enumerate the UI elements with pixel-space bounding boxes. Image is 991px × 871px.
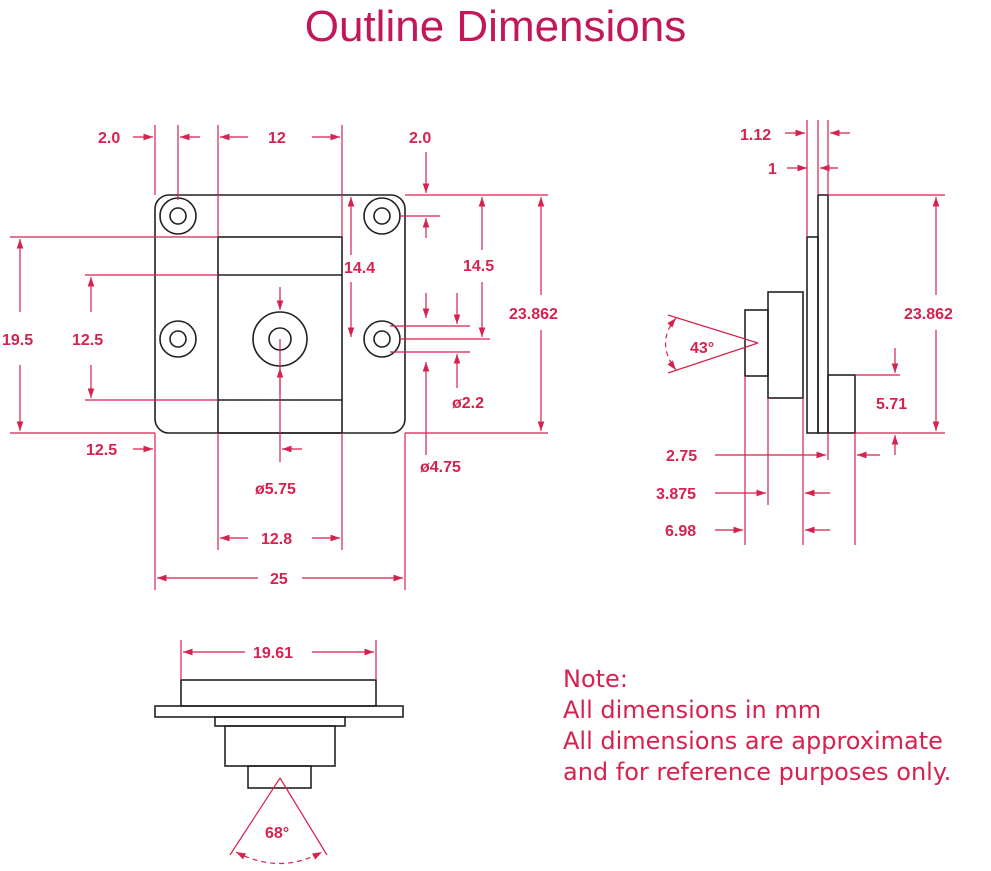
dim-side-fov: 43°: [690, 340, 714, 357]
dim-hole-spacing: 14.5: [463, 258, 494, 275]
dim-bottom-width: 19.61: [253, 645, 293, 662]
fov-line: [667, 314, 759, 344]
dim-lens-dia: ø5.75: [255, 481, 296, 498]
dim-d3: 6.98: [665, 523, 696, 540]
dim-inner-height: 14.4: [344, 260, 375, 277]
note-heading: Note:: [563, 665, 628, 693]
fov-line: [667, 342, 759, 374]
side-connector: [827, 374, 856, 434]
fov-arc: [664, 317, 677, 371]
dim-pcb-thickness: 1.12: [740, 127, 771, 144]
note-block: Note: All dimensions in mm All dimension…: [563, 664, 991, 788]
dim-small-hole: ø2.2: [452, 395, 484, 412]
mount-hole-mid-left: [159, 320, 197, 358]
dim-lens-height: 12.5: [72, 332, 103, 349]
dim-board: 1: [768, 161, 777, 178]
dim-connector: 5.71: [876, 396, 907, 413]
dim-d1: 2.75: [666, 448, 697, 465]
dim-right-margin: 2.0: [409, 130, 431, 147]
dim-mount-hole: ø4.75: [420, 459, 461, 476]
note-line: All dimensions in mm: [563, 696, 822, 724]
side-board: [817, 194, 829, 434]
dim-overall-width: 25: [270, 571, 288, 588]
dim-lens-width: 12.8: [261, 531, 292, 548]
mount-hole-mid-left-inner: [169, 330, 187, 348]
fov-line: [229, 777, 281, 856]
bottom-lens-body: [224, 725, 336, 767]
side-lens-body: [767, 291, 804, 399]
dim-left-margin: 2.0: [98, 130, 120, 147]
bottom-plate: [214, 716, 346, 727]
bottom-lens-tip: [247, 765, 312, 789]
side-back-plate: [806, 236, 819, 434]
mount-hole-top-left-inner: [169, 207, 187, 225]
side-view: 1.12 1 23.862 5.71 43° 2.75 3.875 6.98: [656, 120, 953, 545]
dim-top-width: 12: [268, 130, 286, 147]
dim-left-height: 19.5: [2, 332, 33, 349]
mount-hole-top-right: [363, 197, 401, 235]
mount-hole-top-right-inner: [373, 207, 391, 225]
fov-arc: [235, 851, 323, 865]
front-view: 2.0 12 2.0 14.4 14.5 23.862 19.5 12.5 12…: [2, 125, 558, 590]
fov-line: [279, 777, 328, 856]
note-line: and for reference purposes only.: [563, 758, 952, 786]
dim-side-height: 23.862: [904, 306, 953, 323]
bottom-top-block: [180, 679, 377, 707]
dim-bottom-fov: 68°: [265, 825, 289, 842]
dim-left-offset: 12.5: [86, 442, 117, 459]
dim-d2: 3.875: [656, 486, 696, 503]
note-line: All dimensions are approximate: [563, 727, 943, 755]
dim-overall-height: 23.862: [509, 306, 558, 323]
mount-hole-top-left: [159, 197, 197, 235]
bottom-board: [154, 705, 404, 718]
diagram-title: Outline Dimensions: [304, 2, 687, 51]
side-lens-tip: [744, 309, 769, 377]
mount-hole-mid-right-inner: [373, 330, 391, 348]
bottom-view: 19.61 68°: [154, 640, 404, 865]
